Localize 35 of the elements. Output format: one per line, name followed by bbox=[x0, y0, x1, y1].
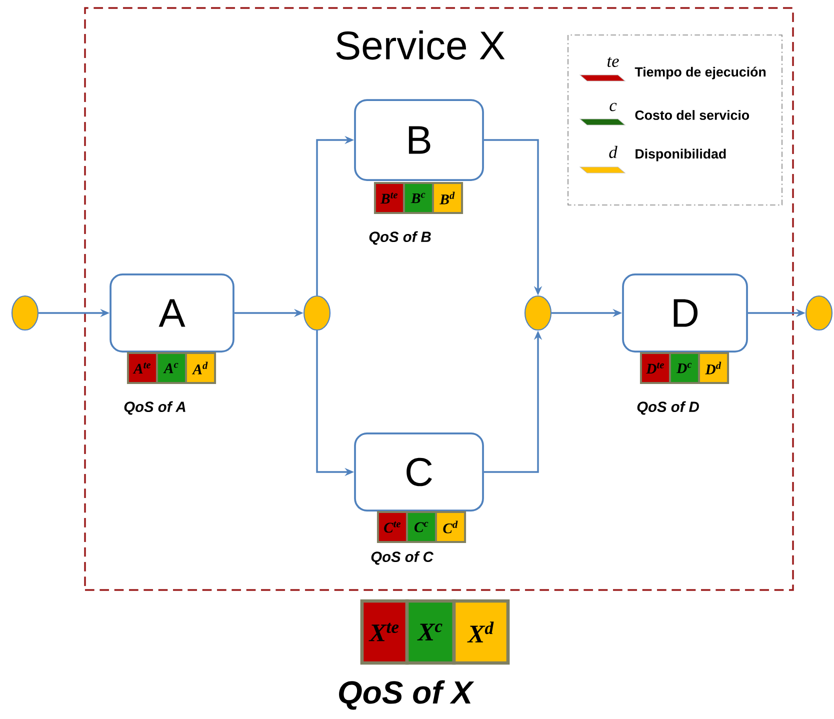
qos-cell: B$^{c}$ bbox=[402, 182, 434, 214]
qos-cell: C$^{te}$ bbox=[376, 511, 408, 543]
qos-label: QoS of C bbox=[371, 551, 434, 565]
junction-circle bbox=[11, 295, 39, 331]
qos-cell: B$^{te}$ bbox=[374, 182, 406, 214]
service-box: C bbox=[354, 432, 484, 512]
junction-circle bbox=[524, 295, 552, 331]
qos-cell: C$^{d}$ bbox=[434, 511, 466, 543]
qos-cell: A$^{d}$ bbox=[184, 352, 216, 384]
legend-text: Costo del servicio bbox=[635, 110, 750, 120]
legend-text: Tiempo de ejecución bbox=[634, 66, 766, 80]
qos-cell: X$^{c}$ bbox=[405, 599, 456, 665]
qos-cell: D$^{te}$ bbox=[640, 352, 672, 384]
junction-circle bbox=[805, 295, 833, 331]
service-box: A bbox=[110, 274, 234, 352]
service-box: B bbox=[354, 99, 484, 181]
qos-cell: D$^{c}$ bbox=[668, 352, 700, 384]
qos-cell: C$^{c}$ bbox=[406, 511, 438, 543]
qos-label: QoS of B bbox=[369, 231, 431, 245]
qos-cell: D$^{d}$ bbox=[698, 352, 730, 384]
qos-cell: X$^{d}$ bbox=[452, 599, 510, 665]
frame-title: Service X bbox=[336, 30, 505, 60]
qos-cell: A$^{c}$ bbox=[156, 352, 188, 384]
qos-cell: A$^{te}$ bbox=[126, 352, 158, 384]
qos-label: QoS of A bbox=[124, 401, 186, 415]
legend-symbol: d bbox=[609, 146, 618, 158]
legend-text: Disponibilidad bbox=[636, 148, 726, 162]
legend-symbol: c bbox=[610, 102, 617, 112]
qos-cell: B$^{d}$ bbox=[432, 182, 464, 214]
legend-symbol: te bbox=[608, 57, 619, 67]
service-box: D bbox=[622, 274, 748, 352]
junction-circle bbox=[303, 295, 331, 331]
qos-label: QoS of D bbox=[637, 401, 699, 415]
qos-cell: X$^{te}$ bbox=[360, 599, 409, 665]
qos-label: QoS of X bbox=[339, 680, 474, 710]
